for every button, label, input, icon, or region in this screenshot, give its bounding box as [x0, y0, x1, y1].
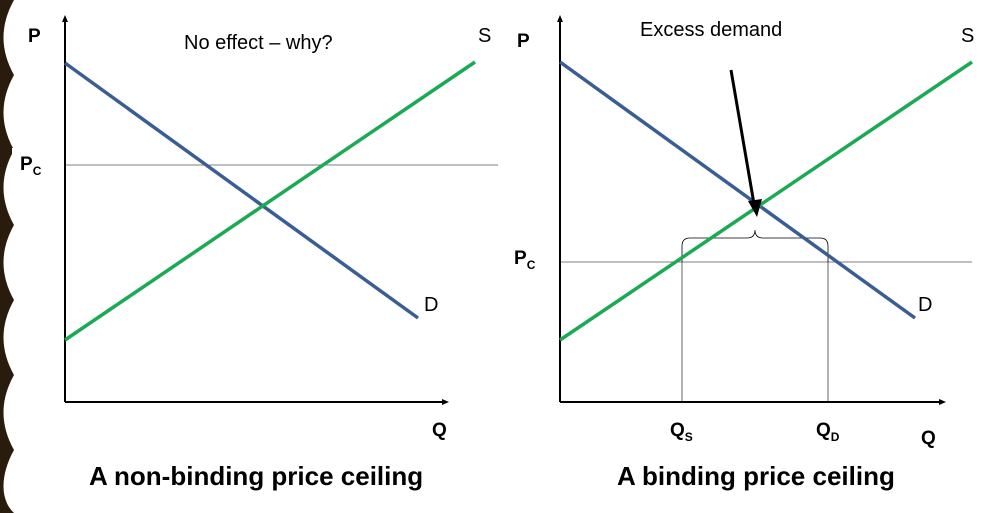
left-supply-curve — [64, 60, 476, 342]
left-pc-label-box — [12, 148, 56, 188]
right-pc-main: P — [514, 248, 527, 269]
qd-label-box — [805, 410, 861, 456]
right-caption: A binding price ceiling — [617, 461, 895, 491]
right-callout: Excess demand — [640, 19, 783, 41]
qd-main: Q — [816, 420, 831, 441]
left-note: No effect – why? — [184, 32, 333, 54]
left-note-box — [172, 20, 392, 80]
right-x-axis-arrow — [939, 399, 946, 405]
left-pc-sub: C — [32, 164, 42, 178]
right-y-axis-arrow — [557, 15, 563, 22]
left-y-axis-arrow — [62, 15, 68, 22]
left-x-axis-arrow — [442, 399, 449, 405]
left-caption-box — [66, 453, 456, 499]
qs-label-box — [655, 410, 731, 456]
left-y-axis-label: P — [28, 26, 41, 47]
right-x-axis-label: Q — [921, 428, 936, 449]
left-demand-label: D — [424, 294, 439, 316]
right-y-axis-label: P — [517, 31, 530, 52]
left-demand-curve — [63, 61, 420, 320]
qs-main: Q — [670, 420, 685, 441]
right-supply-label: S — [961, 25, 975, 47]
right-supply-curve — [559, 60, 973, 342]
qd-sub: D — [830, 430, 840, 444]
right-pc-label-box — [503, 240, 553, 290]
right-callout-box — [627, 6, 832, 56]
left-caption: A non-binding price ceiling — [89, 461, 424, 491]
callout-arrow-shaft — [729, 69, 756, 205]
right-demand-label: D — [918, 294, 933, 316]
right-chart — [557, 15, 973, 405]
qd-label: QD — [816, 420, 840, 444]
qs-sub: S — [684, 430, 693, 444]
right-pc-sub: C — [526, 258, 536, 272]
right-caption-box — [566, 453, 951, 499]
left-supply-label: S — [478, 25, 492, 47]
left-price-ceiling-label: PC — [20, 154, 42, 178]
left-x-axis-label: Q — [432, 420, 447, 441]
scalloped-border — [0, 0, 14, 513]
callout-arrow-head — [748, 199, 762, 217]
right-price-ceiling-label: PC — [514, 248, 536, 272]
left-chart — [62, 15, 498, 405]
right-demand-curve — [558, 60, 917, 320]
excess-demand-brace — [681, 229, 829, 262]
qs-label: QS — [670, 420, 693, 444]
right-y-label-box — [508, 26, 548, 62]
left-pc-main: P — [20, 154, 33, 175]
left-y-label-box — [18, 22, 56, 56]
